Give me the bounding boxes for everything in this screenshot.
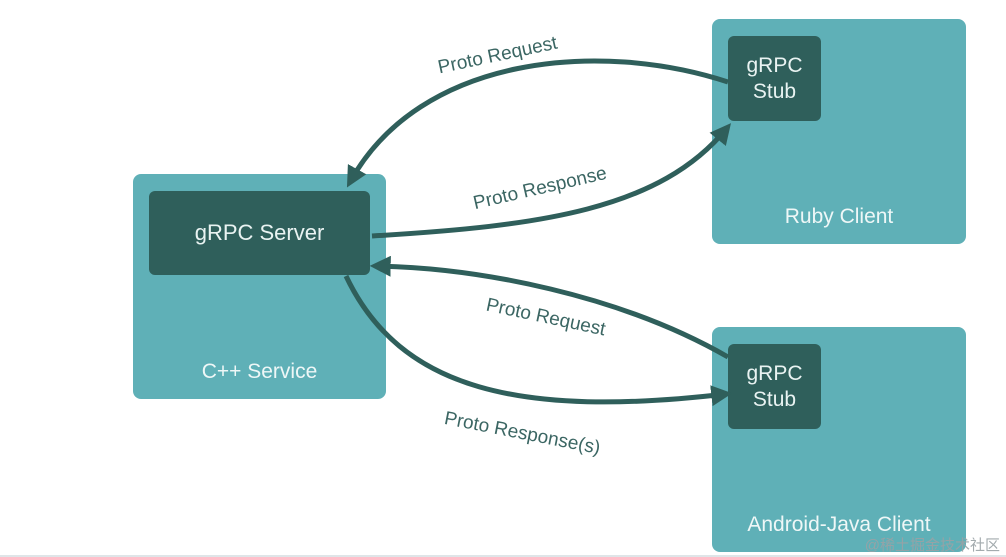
- android-stub-line1: gRPC: [746, 361, 803, 385]
- ruby-client-box: gRPC Stub Ruby Client: [712, 19, 966, 244]
- ruby-stub-line2: Stub: [752, 79, 797, 103]
- ruby-response-arrow: [371, 123, 731, 239]
- grpc-server-label: gRPC Server: [194, 220, 325, 245]
- cpp-service-label: C++ Service: [201, 360, 318, 383]
- ruby-request-arrow: [346, 58, 729, 188]
- android-request-arrow: [369, 255, 730, 360]
- android-stub-box: gRPC Stub: [728, 344, 821, 429]
- ruby-client-label: Ruby Client: [784, 205, 894, 228]
- watermark: @稀土掘金技术社区: [864, 537, 1000, 554]
- cpp-service-box: gRPC Server C++ Service: [133, 174, 386, 399]
- android-java-client-label: Android-Java Client: [747, 513, 931, 536]
- android-stub-line2: Stub: [752, 387, 797, 411]
- ruby-stub-box: gRPC Stub: [728, 36, 821, 121]
- grpc-server-box: gRPC Server: [149, 191, 370, 275]
- android-java-client-box: gRPC Stub Android-Java Client: [712, 327, 966, 552]
- android-response-arrow: [343, 274, 733, 407]
- ruby-stub-line1: gRPC: [746, 53, 803, 77]
- bottom-divider: [0, 555, 1006, 557]
